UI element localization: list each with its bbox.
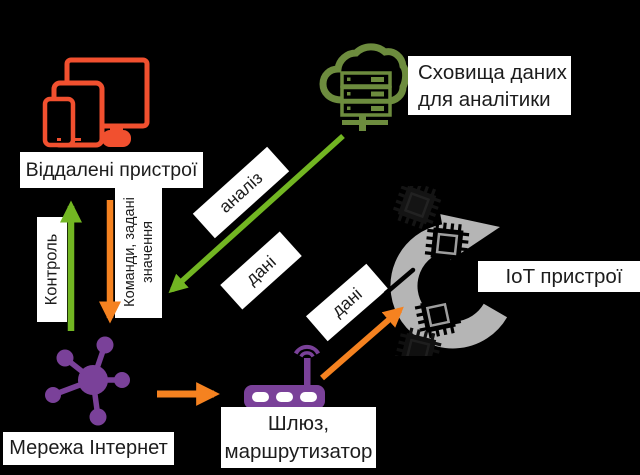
chip-icon [424,221,470,267]
cloud-storage-label-line1: Сховища даних [418,60,567,84]
remote-devices-icon [40,52,150,148]
remote-devices-label: Віддалені пристрої [20,152,203,188]
gateway-label: Шлюз, маршрутизатор [221,407,376,468]
gateway-label-line2: маршрутизатор [224,439,373,463]
network-hub-icon [45,333,140,428]
cloud-storage-label: Сховища даних для аналітики [408,56,571,115]
internet-label: Мережа Інтернет [3,432,174,465]
data-cloud-edge-label: дані [220,231,302,310]
chip-icon [392,180,442,230]
commands-edge-label: Команди, задані значення [115,185,162,318]
analysis-edge-label: аналіз [192,146,290,239]
control-edge-label: Контроль [37,217,67,322]
iot-devices-label: IoT пристрої [478,261,640,292]
chip-icon [414,291,462,339]
cloud-storage-label-line2: для аналітики [418,87,551,111]
data-gateway-edge-label: дані [305,263,389,342]
cycle-chip-icon [383,180,548,370]
gateway-label-line1: Шлюз, [267,411,330,435]
router-icon [238,342,338,412]
cloud-server-icon [318,40,410,140]
